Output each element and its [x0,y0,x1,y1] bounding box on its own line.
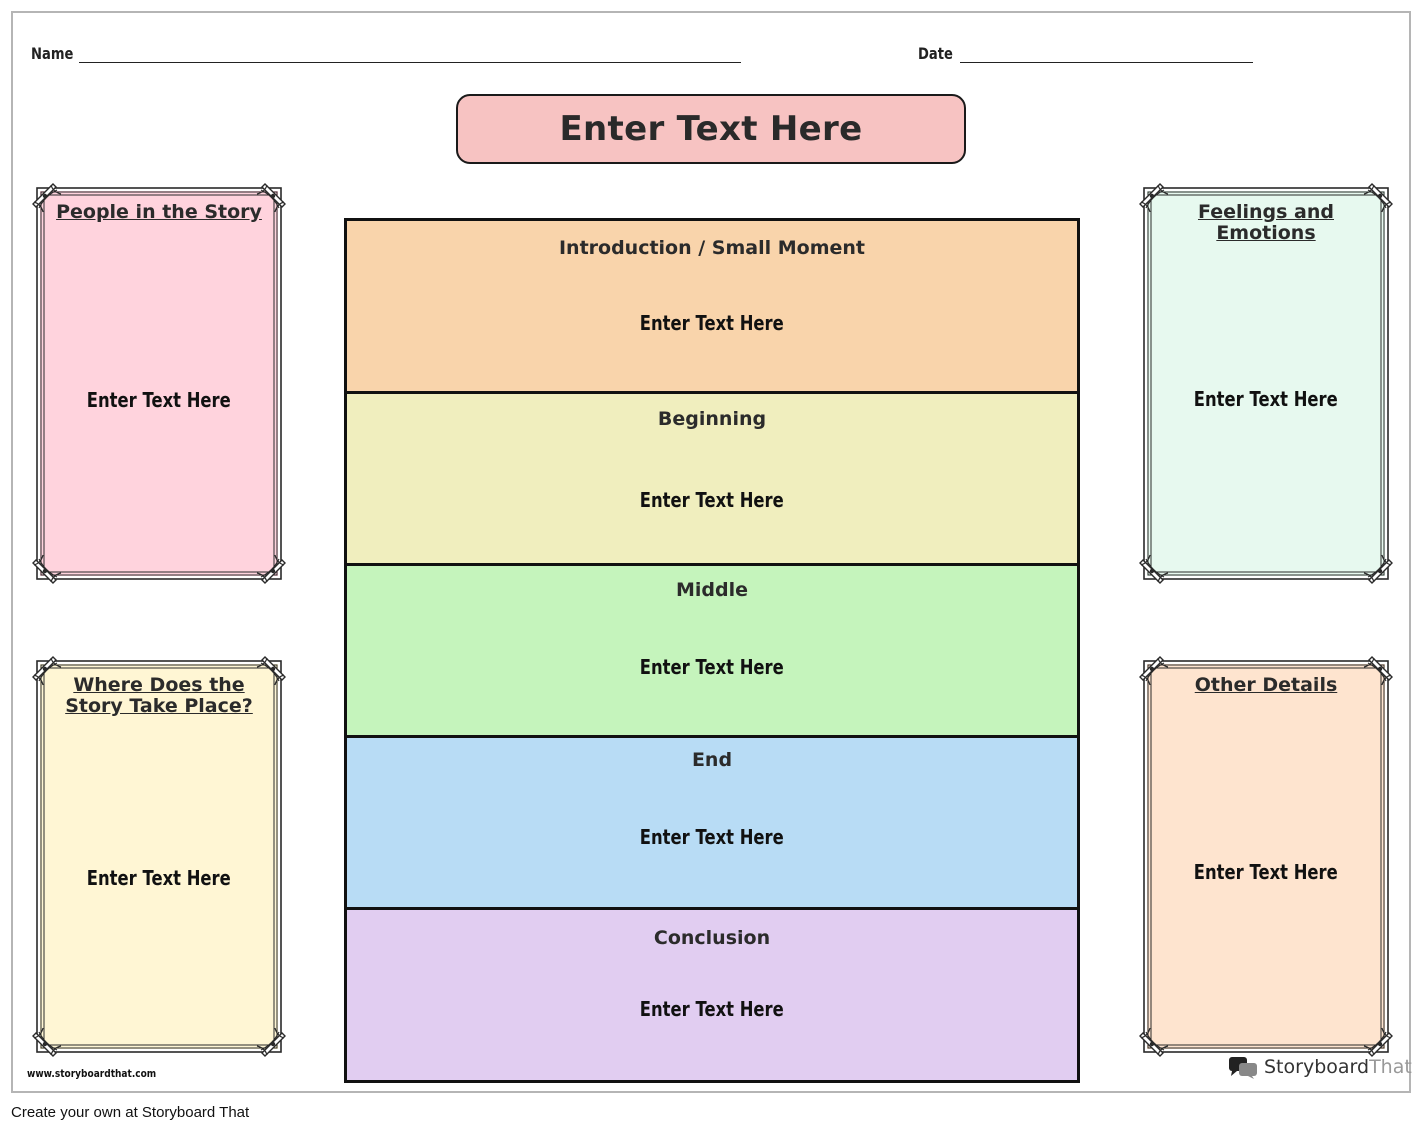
section-conclusion[interactable]: Conclusion Enter Text Here [344,907,1080,1083]
panel-place-body: Enter Text Here [87,866,231,890]
section-introduction-body: Enter Text Here [640,311,784,335]
ornate-frame [32,183,286,584]
section-beginning[interactable]: Beginning Enter Text Here [344,391,1080,566]
ornate-frame [32,656,286,1057]
brand-name: StoryboardThat [1264,1056,1412,1078]
panel-other-body: Enter Text Here [1194,860,1338,884]
panel-feelings-body: Enter Text Here [1194,387,1338,411]
panel-other[interactable]: Other Details Enter Text Here [1138,655,1394,1058]
date-line[interactable] [960,62,1253,63]
speech-bubbles-icon [1229,1057,1257,1079]
section-end[interactable]: End Enter Text Here [344,735,1080,910]
title-box[interactable]: Enter Text Here [456,94,966,164]
site-url[interactable]: www.storyboardthat.com [27,1067,157,1080]
credit-line[interactable]: Create your own at Storyboard That [11,1104,250,1121]
section-beginning-heading: Beginning [657,408,767,430]
section-introduction[interactable]: Introduction / Small Moment Enter Text H… [344,218,1080,394]
panel-other-heading: Other Details [1194,674,1338,696]
panel-people-heading: People in the Story [56,201,262,223]
ornate-frame [1139,656,1393,1057]
panel-place-heading: Where Does the Story Take Place? [65,674,253,717]
section-conclusion-body: Enter Text Here [640,997,784,1021]
section-end-body: Enter Text Here [640,825,784,849]
panel-people-body: Enter Text Here [87,388,231,412]
panel-feelings-heading: Feelings and Emotions [1197,201,1334,244]
section-middle[interactable]: Middle Enter Text Here [344,563,1080,738]
name-label: Name [31,44,74,63]
ornate-frame [1139,183,1393,584]
storyboardthat-logo[interactable]: StoryboardThat [1228,1055,1412,1079]
panel-feelings[interactable]: Feelings and Emotions Enter Text Here [1138,182,1394,585]
title-text: Enter Text Here [559,109,863,149]
section-introduction-heading: Introduction / Small Moment [558,237,866,259]
panel-people[interactable]: People in the Story Enter Text Here [31,182,287,585]
section-end-heading: End [691,749,733,771]
name-line[interactable] [79,62,741,63]
section-beginning-body: Enter Text Here [640,488,784,512]
date-label: Date [918,44,953,63]
section-middle-body: Enter Text Here [640,655,784,679]
panel-place[interactable]: Where Does the Story Take Place? Enter T… [31,655,287,1058]
section-conclusion-heading: Conclusion [653,927,771,949]
section-middle-heading: Middle [675,579,749,601]
